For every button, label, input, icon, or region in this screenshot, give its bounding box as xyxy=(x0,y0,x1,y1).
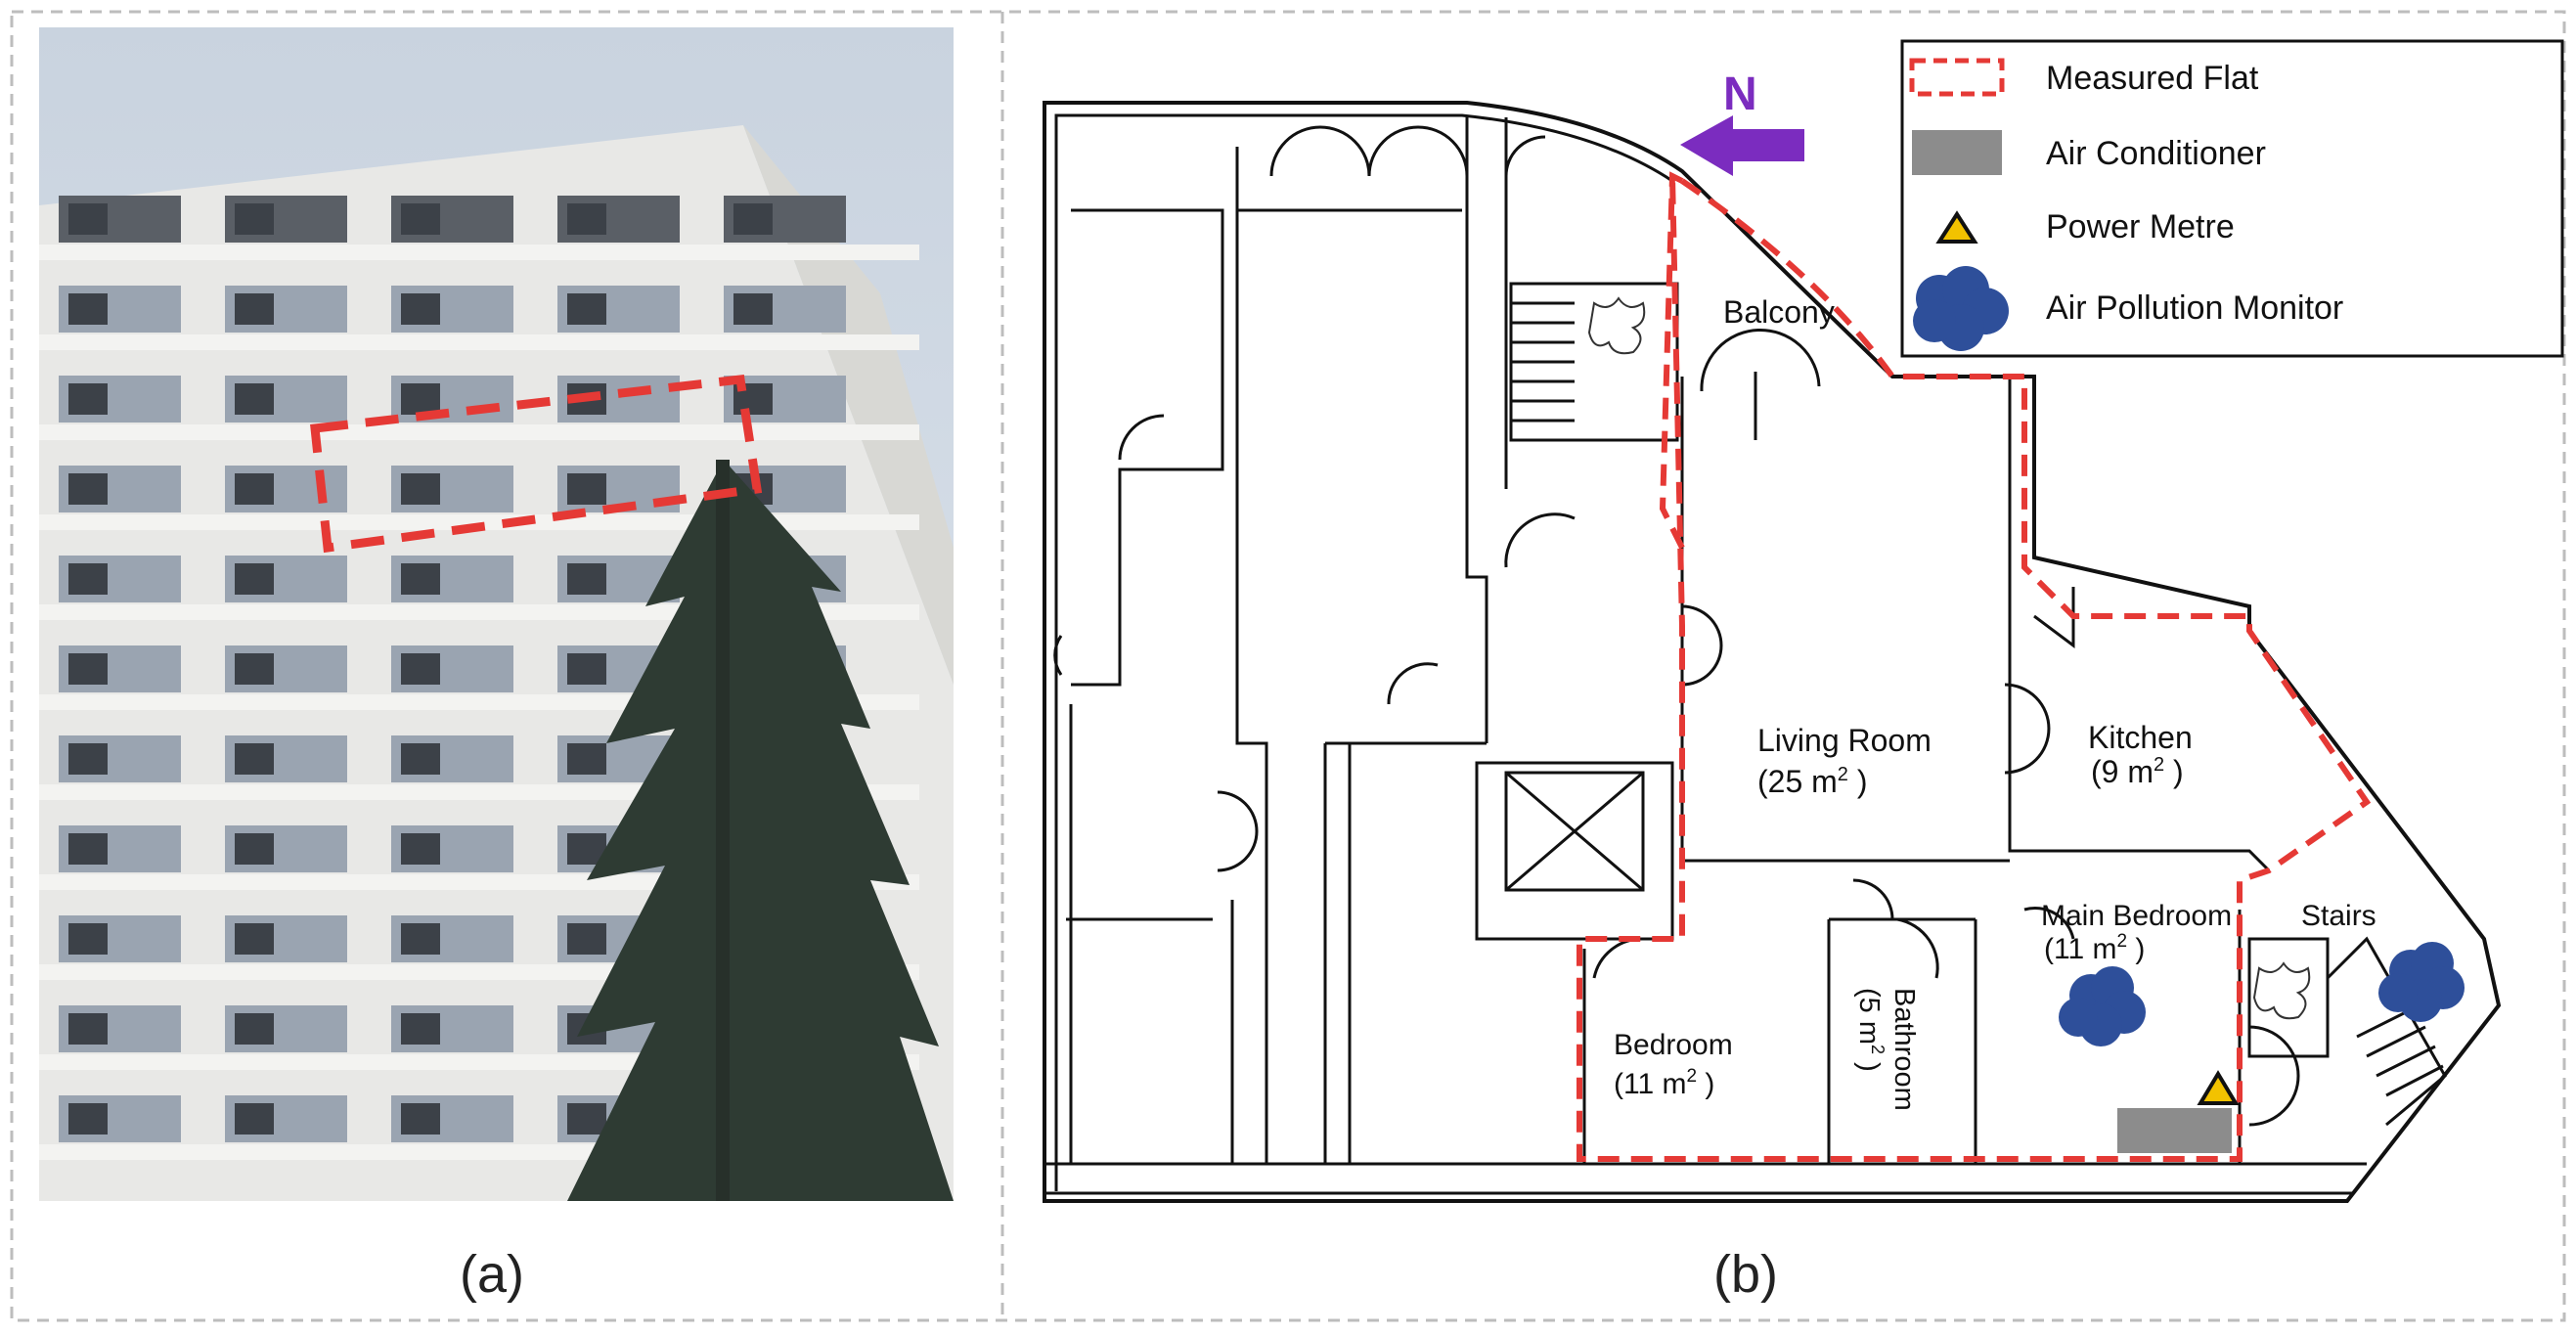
window-pane xyxy=(567,203,606,235)
window-pane xyxy=(235,203,274,235)
window-pane xyxy=(68,833,108,865)
window-pane xyxy=(567,923,606,955)
window-pane xyxy=(235,653,274,685)
room-area-kitchen: (9 m2 ) xyxy=(2091,754,2184,789)
room-label-bedroom: Bedroom xyxy=(1614,1029,1733,1061)
window-pane xyxy=(567,653,606,685)
floor-band xyxy=(39,245,919,260)
window-pane xyxy=(68,653,108,685)
window-pane xyxy=(401,383,440,415)
lift xyxy=(1475,761,1674,941)
legend-swatch-air-pollution-monitor xyxy=(1913,266,2009,351)
power-metre-marker xyxy=(2197,1070,2240,1105)
room-area-main-bedroom: (11 m2 ) xyxy=(2044,931,2145,965)
window-pane xyxy=(567,473,606,505)
legend: Measured Flat Air Conditioner Power Metr… xyxy=(1900,39,2564,358)
room-area-bathroom: (5 m2 ) xyxy=(1853,988,1888,1072)
legend-label-measured-flat: Measured Flat xyxy=(2046,60,2259,97)
window-pane xyxy=(235,1013,274,1045)
measured-flat-outline-photo xyxy=(310,375,763,554)
legend-label-air-pollution-monitor: Air Pollution Monitor xyxy=(2046,289,2343,327)
plan-outer-wall xyxy=(1043,101,2502,1203)
floor-band xyxy=(39,334,919,350)
air-pollution-monitor-main-bedroom xyxy=(2059,966,2146,1046)
window-pane xyxy=(68,923,108,955)
window-pane xyxy=(401,203,440,235)
north-label: N xyxy=(1723,68,1757,120)
window-pane xyxy=(68,563,108,595)
window-pane xyxy=(235,1103,274,1135)
window-pane xyxy=(401,1103,440,1135)
stair-hatch xyxy=(1587,296,2311,1020)
window-pane xyxy=(68,1103,108,1135)
window-pane xyxy=(68,203,108,235)
north-arrow-icon: N xyxy=(1680,68,1804,176)
legend-swatch-measured-flat xyxy=(1909,58,2005,97)
window-pane xyxy=(235,743,274,775)
window-pane xyxy=(401,743,440,775)
building-photo xyxy=(39,27,954,1201)
legend-swatch-air-conditioner xyxy=(1912,130,2002,175)
window-pane xyxy=(401,563,440,595)
window-pane xyxy=(235,473,274,505)
caption-b: (b) xyxy=(1713,1245,1778,1304)
tree xyxy=(567,460,954,1201)
floor-plan xyxy=(1043,101,2502,1203)
window-pane xyxy=(235,383,274,415)
floor-band xyxy=(39,424,919,440)
window-pane xyxy=(401,293,440,325)
legend-box xyxy=(1900,39,2564,358)
window-pane xyxy=(235,293,274,325)
air-conditioner-marker xyxy=(2117,1108,2232,1153)
air-pollution-monitor-stairs xyxy=(2378,942,2465,1022)
window-pane xyxy=(733,203,773,235)
window-pane xyxy=(235,923,274,955)
room-area-living-room: (25 m2 ) xyxy=(1757,764,1867,799)
legend-label-power-metre: Power Metre xyxy=(2046,208,2235,245)
window-pane xyxy=(567,1103,606,1135)
measured-flat-outline-plan xyxy=(1577,175,2372,1162)
room-label-kitchen: Kitchen xyxy=(2088,720,2193,755)
room-label-balcony: Balcony xyxy=(1723,294,1835,330)
window-pane xyxy=(401,923,440,955)
window-pane xyxy=(401,653,440,685)
window-pane xyxy=(235,563,274,595)
window-pane xyxy=(68,1013,108,1045)
caption-a: (a) xyxy=(460,1245,524,1304)
window-pane xyxy=(733,293,773,325)
window-pane xyxy=(567,293,606,325)
window-pane xyxy=(68,293,108,325)
room-label-living-room: Living Room xyxy=(1757,723,1932,758)
room-label-main-bedroom: Main Bedroom xyxy=(2041,900,2232,932)
room-label-stairs: Stairs xyxy=(2301,900,2376,932)
legend-label-air-conditioner: Air Conditioner xyxy=(2046,135,2266,172)
room-area-bedroom: (11 m2 ) xyxy=(1614,1066,1714,1100)
outer-frame xyxy=(10,10,2566,1322)
window-pane xyxy=(401,473,440,505)
window-pane xyxy=(68,383,108,415)
window-pane xyxy=(567,563,606,595)
window-pane xyxy=(567,743,606,775)
window-pane xyxy=(235,833,274,865)
window-pane xyxy=(68,743,108,775)
legend-swatch-power-metre xyxy=(1935,210,1978,244)
window-pane xyxy=(401,833,440,865)
window-pane xyxy=(68,473,108,505)
window-pane xyxy=(401,1013,440,1045)
room-label-bathroom: Bathroom xyxy=(1888,988,1920,1111)
